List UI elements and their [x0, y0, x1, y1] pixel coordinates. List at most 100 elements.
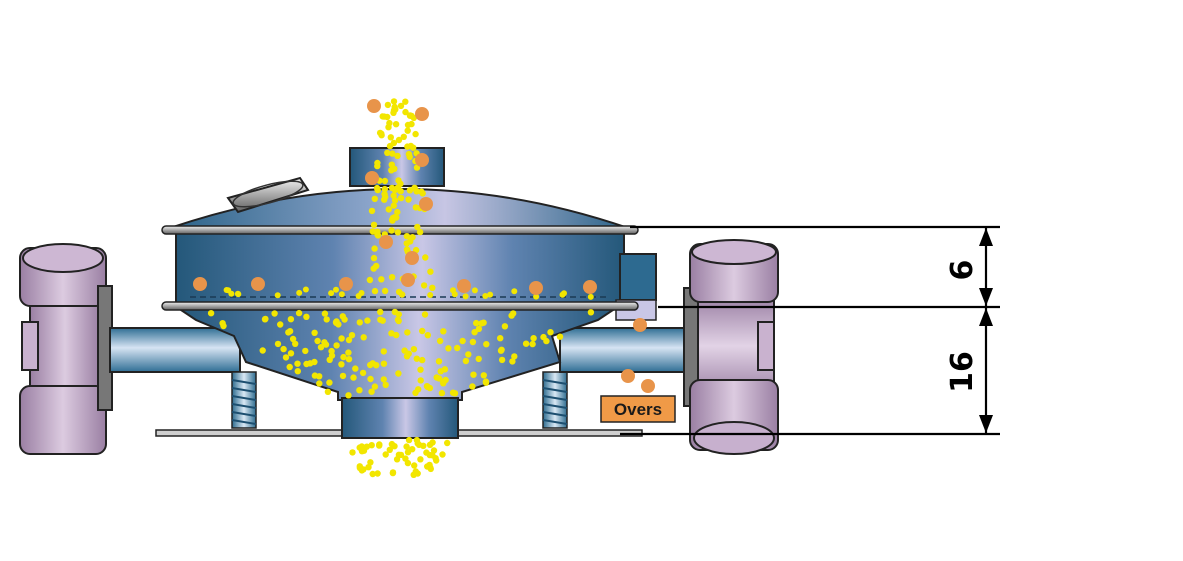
fine-particle: [478, 320, 485, 327]
over-particle: [529, 281, 543, 295]
fine-particle: [307, 360, 314, 367]
fine-particle: [395, 451, 403, 458]
fine-particle: [207, 310, 215, 317]
fine-particle: [392, 121, 400, 128]
fine-particle: [274, 292, 281, 299]
left-support-arm: [109, 327, 241, 373]
fine-particle: [338, 361, 345, 368]
fine-particle: [405, 436, 413, 444]
fine-particle: [522, 340, 530, 347]
bottom-outlet: [341, 397, 459, 439]
fine-particle: [409, 446, 416, 453]
fine-particle: [469, 338, 477, 346]
fine-particle: [529, 340, 536, 348]
fine-particle: [380, 348, 387, 355]
fine-particle: [382, 381, 389, 389]
fine-particle: [326, 379, 333, 386]
fine-particle: [393, 331, 400, 339]
fine-particle: [469, 383, 476, 390]
over-particle: [457, 279, 471, 293]
fine-particle: [419, 327, 426, 335]
fine-particle: [395, 370, 402, 377]
fine-particle: [559, 291, 566, 298]
fine-particle: [391, 197, 399, 204]
fine-particle: [317, 344, 325, 351]
fine-particle: [364, 317, 371, 324]
fine-particle: [511, 353, 518, 360]
fine-particle: [360, 334, 367, 341]
fine-particle: [394, 208, 401, 216]
fine-particle: [359, 369, 367, 377]
fine-particle: [390, 98, 398, 105]
fine-particle: [429, 439, 436, 446]
arrow-icon: [979, 228, 993, 433]
fine-particle: [388, 274, 396, 281]
fine-particle: [439, 451, 446, 458]
fine-particle: [390, 202, 397, 209]
fine-particle: [289, 335, 297, 343]
fine-particle: [404, 143, 411, 150]
fine-particle: [373, 262, 380, 270]
fine-particle: [274, 340, 282, 348]
fine-particle: [411, 462, 418, 469]
fine-particle: [475, 355, 482, 363]
fine-particle: [369, 228, 376, 235]
fine-particle: [294, 368, 301, 375]
left-motor-side-box: [21, 321, 39, 371]
fine-particle: [429, 452, 436, 459]
fine-particle: [381, 185, 388, 193]
fine-particle: [377, 308, 384, 316]
fine-particle: [370, 221, 378, 228]
fine-particle: [417, 377, 424, 384]
over-particle: [379, 235, 393, 249]
fine-particle: [547, 329, 554, 336]
fine-particle: [384, 101, 392, 109]
fine-particle: [321, 339, 328, 346]
fine-particle: [376, 442, 383, 449]
fine-particle: [459, 337, 466, 345]
fine-particle: [348, 332, 356, 339]
fine-particle: [302, 286, 309, 293]
fine-particle: [386, 142, 394, 150]
fine-particle: [419, 356, 426, 364]
fine-particle: [427, 292, 434, 298]
fine-particle: [444, 439, 451, 447]
fine-particle: [483, 341, 490, 348]
over-particle: [339, 277, 353, 291]
fine-particle: [292, 340, 299, 347]
left-spring-icon: [231, 371, 257, 429]
fine-particle: [509, 358, 516, 365]
fine-particle: [367, 361, 374, 369]
over-particle: [401, 273, 415, 287]
fine-particle: [395, 177, 402, 184]
fine-particle: [228, 290, 235, 297]
fine-particle: [391, 443, 398, 450]
overs-label-text: Overs: [614, 400, 662, 419]
fine-particle: [388, 184, 396, 192]
fine-particle: [405, 196, 412, 203]
fine-particle: [394, 316, 402, 323]
lid-inspection-port: [226, 176, 310, 214]
fine-particle: [402, 98, 409, 105]
fine-particle: [333, 319, 340, 327]
fine-particle: [235, 291, 242, 298]
over-particle: [583, 280, 597, 294]
fine-particle: [497, 335, 504, 342]
over-particle: [405, 251, 419, 265]
fine-particle: [413, 355, 420, 362]
fine-particle: [340, 353, 347, 361]
fine-particle: [338, 335, 345, 342]
fine-particle: [445, 345, 452, 352]
fine-particle: [385, 206, 392, 213]
fine-particle: [356, 319, 363, 326]
fine-particle: [438, 389, 446, 397]
fine-particle: [391, 165, 398, 172]
fine-particle: [352, 365, 359, 372]
fine-particle: [395, 136, 403, 144]
fine-particle: [412, 130, 419, 138]
fine-particle: [387, 134, 394, 141]
fine-particle: [482, 378, 490, 385]
fine-particle: [377, 316, 384, 323]
fine-particle: [402, 108, 409, 116]
fine-particle: [287, 350, 295, 357]
